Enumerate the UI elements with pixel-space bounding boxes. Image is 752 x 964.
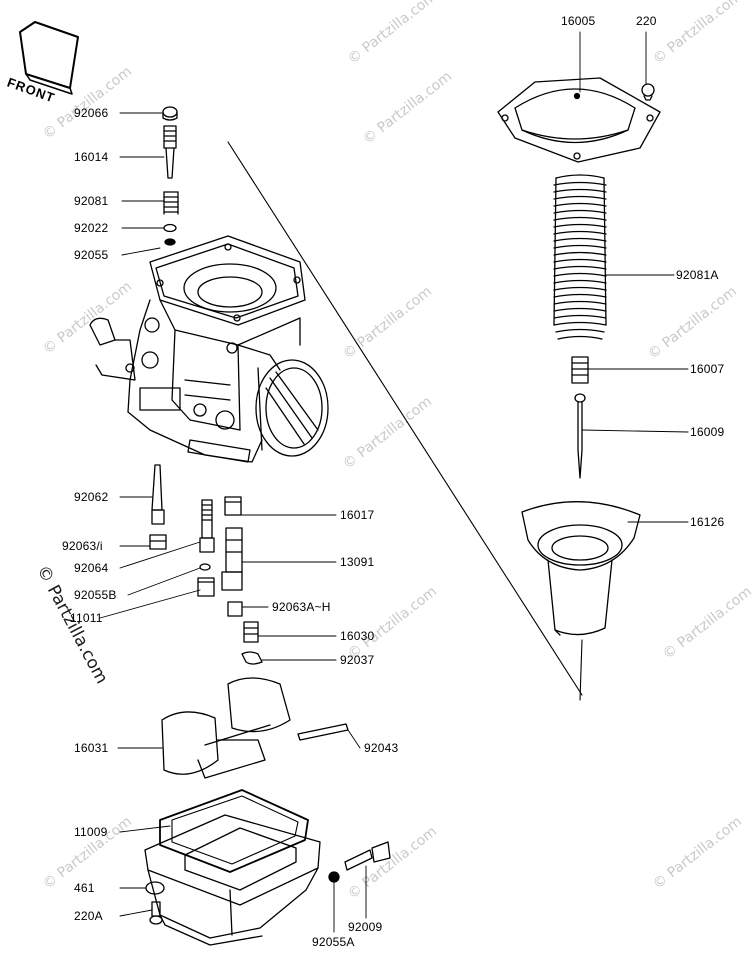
part-label-16009[interactable]: 16009	[690, 425, 725, 439]
part-label-92063i[interactable]: 92063/i	[62, 539, 103, 553]
part-label-11011[interactable]: 11011	[70, 611, 103, 625]
pipe-13091	[221, 527, 243, 591]
holder-11011	[197, 577, 215, 597]
part-label-92055B[interactable]: 92055B	[74, 588, 117, 602]
part-label-92064[interactable]: 92064	[74, 561, 109, 575]
washer-92022	[163, 223, 177, 233]
part-label-92055[interactable]: 92055	[74, 248, 109, 262]
float-bowl	[144, 814, 321, 946]
part-label-220A[interactable]: 220A	[74, 909, 103, 923]
spring-92081	[163, 191, 179, 215]
part-label-92043[interactable]: 92043	[364, 741, 399, 755]
pin-92043	[297, 723, 349, 741]
part-label-220[interactable]: 220	[636, 14, 657, 28]
part-label-16017[interactable]: 16017	[340, 508, 375, 522]
part-label-92037[interactable]: 92037	[340, 653, 375, 667]
jet-16017	[224, 496, 242, 516]
part-label-92055A[interactable]: 92055A	[312, 935, 355, 949]
part-label-16031[interactable]: 16031	[74, 741, 109, 755]
cap-92066	[162, 106, 178, 121]
jet-92062	[151, 464, 165, 525]
float-16031	[161, 677, 291, 779]
valve-16030	[243, 621, 259, 643]
screw-220A	[149, 901, 163, 925]
jet-needle-16009	[574, 393, 586, 479]
top-cover-16005	[497, 77, 661, 163]
part-label-13091[interactable]: 13091	[340, 555, 375, 569]
part-label-92063AH[interactable]: 92063A~H	[272, 600, 331, 614]
gasket-11009	[159, 789, 309, 873]
part-label-92081A[interactable]: 92081A	[676, 268, 719, 282]
spring-92081A	[553, 174, 607, 340]
part-label-16014[interactable]: 16014	[74, 150, 109, 164]
part-label-92081[interactable]: 92081	[74, 194, 109, 208]
o-ring-92055	[164, 238, 176, 246]
needle-jet-92064	[199, 499, 215, 553]
part-label-11009[interactable]: 11009	[74, 825, 108, 839]
part-label-461[interactable]: 461	[74, 881, 95, 895]
part-label-92022[interactable]: 92022	[74, 221, 109, 235]
part-label-92066[interactable]: 92066	[74, 106, 109, 120]
screw-220	[641, 83, 655, 101]
drain-screw-92009	[344, 841, 391, 871]
o-ring-92055A	[328, 871, 340, 883]
part-label-92062[interactable]: 92062	[74, 490, 109, 504]
diaphragm-16126	[521, 501, 641, 636]
front-arrow-icon	[19, 21, 79, 95]
jet-92063AH	[227, 601, 243, 617]
pilot-screw-16014	[163, 125, 177, 179]
jet-92063i	[149, 534, 167, 550]
o-ring-92055B	[199, 563, 211, 571]
washer-461	[145, 881, 165, 895]
part-label-16007[interactable]: 16007	[690, 362, 725, 376]
part-label-16126[interactable]: 16126	[690, 515, 725, 529]
part-label-92009[interactable]: 92009	[348, 920, 383, 934]
clip-92037	[241, 651, 263, 665]
part-label-16005[interactable]: 16005	[561, 14, 596, 28]
carburetor-body	[89, 235, 329, 463]
needle-holder-16007	[571, 356, 589, 384]
part-label-16030[interactable]: 16030	[340, 629, 375, 643]
